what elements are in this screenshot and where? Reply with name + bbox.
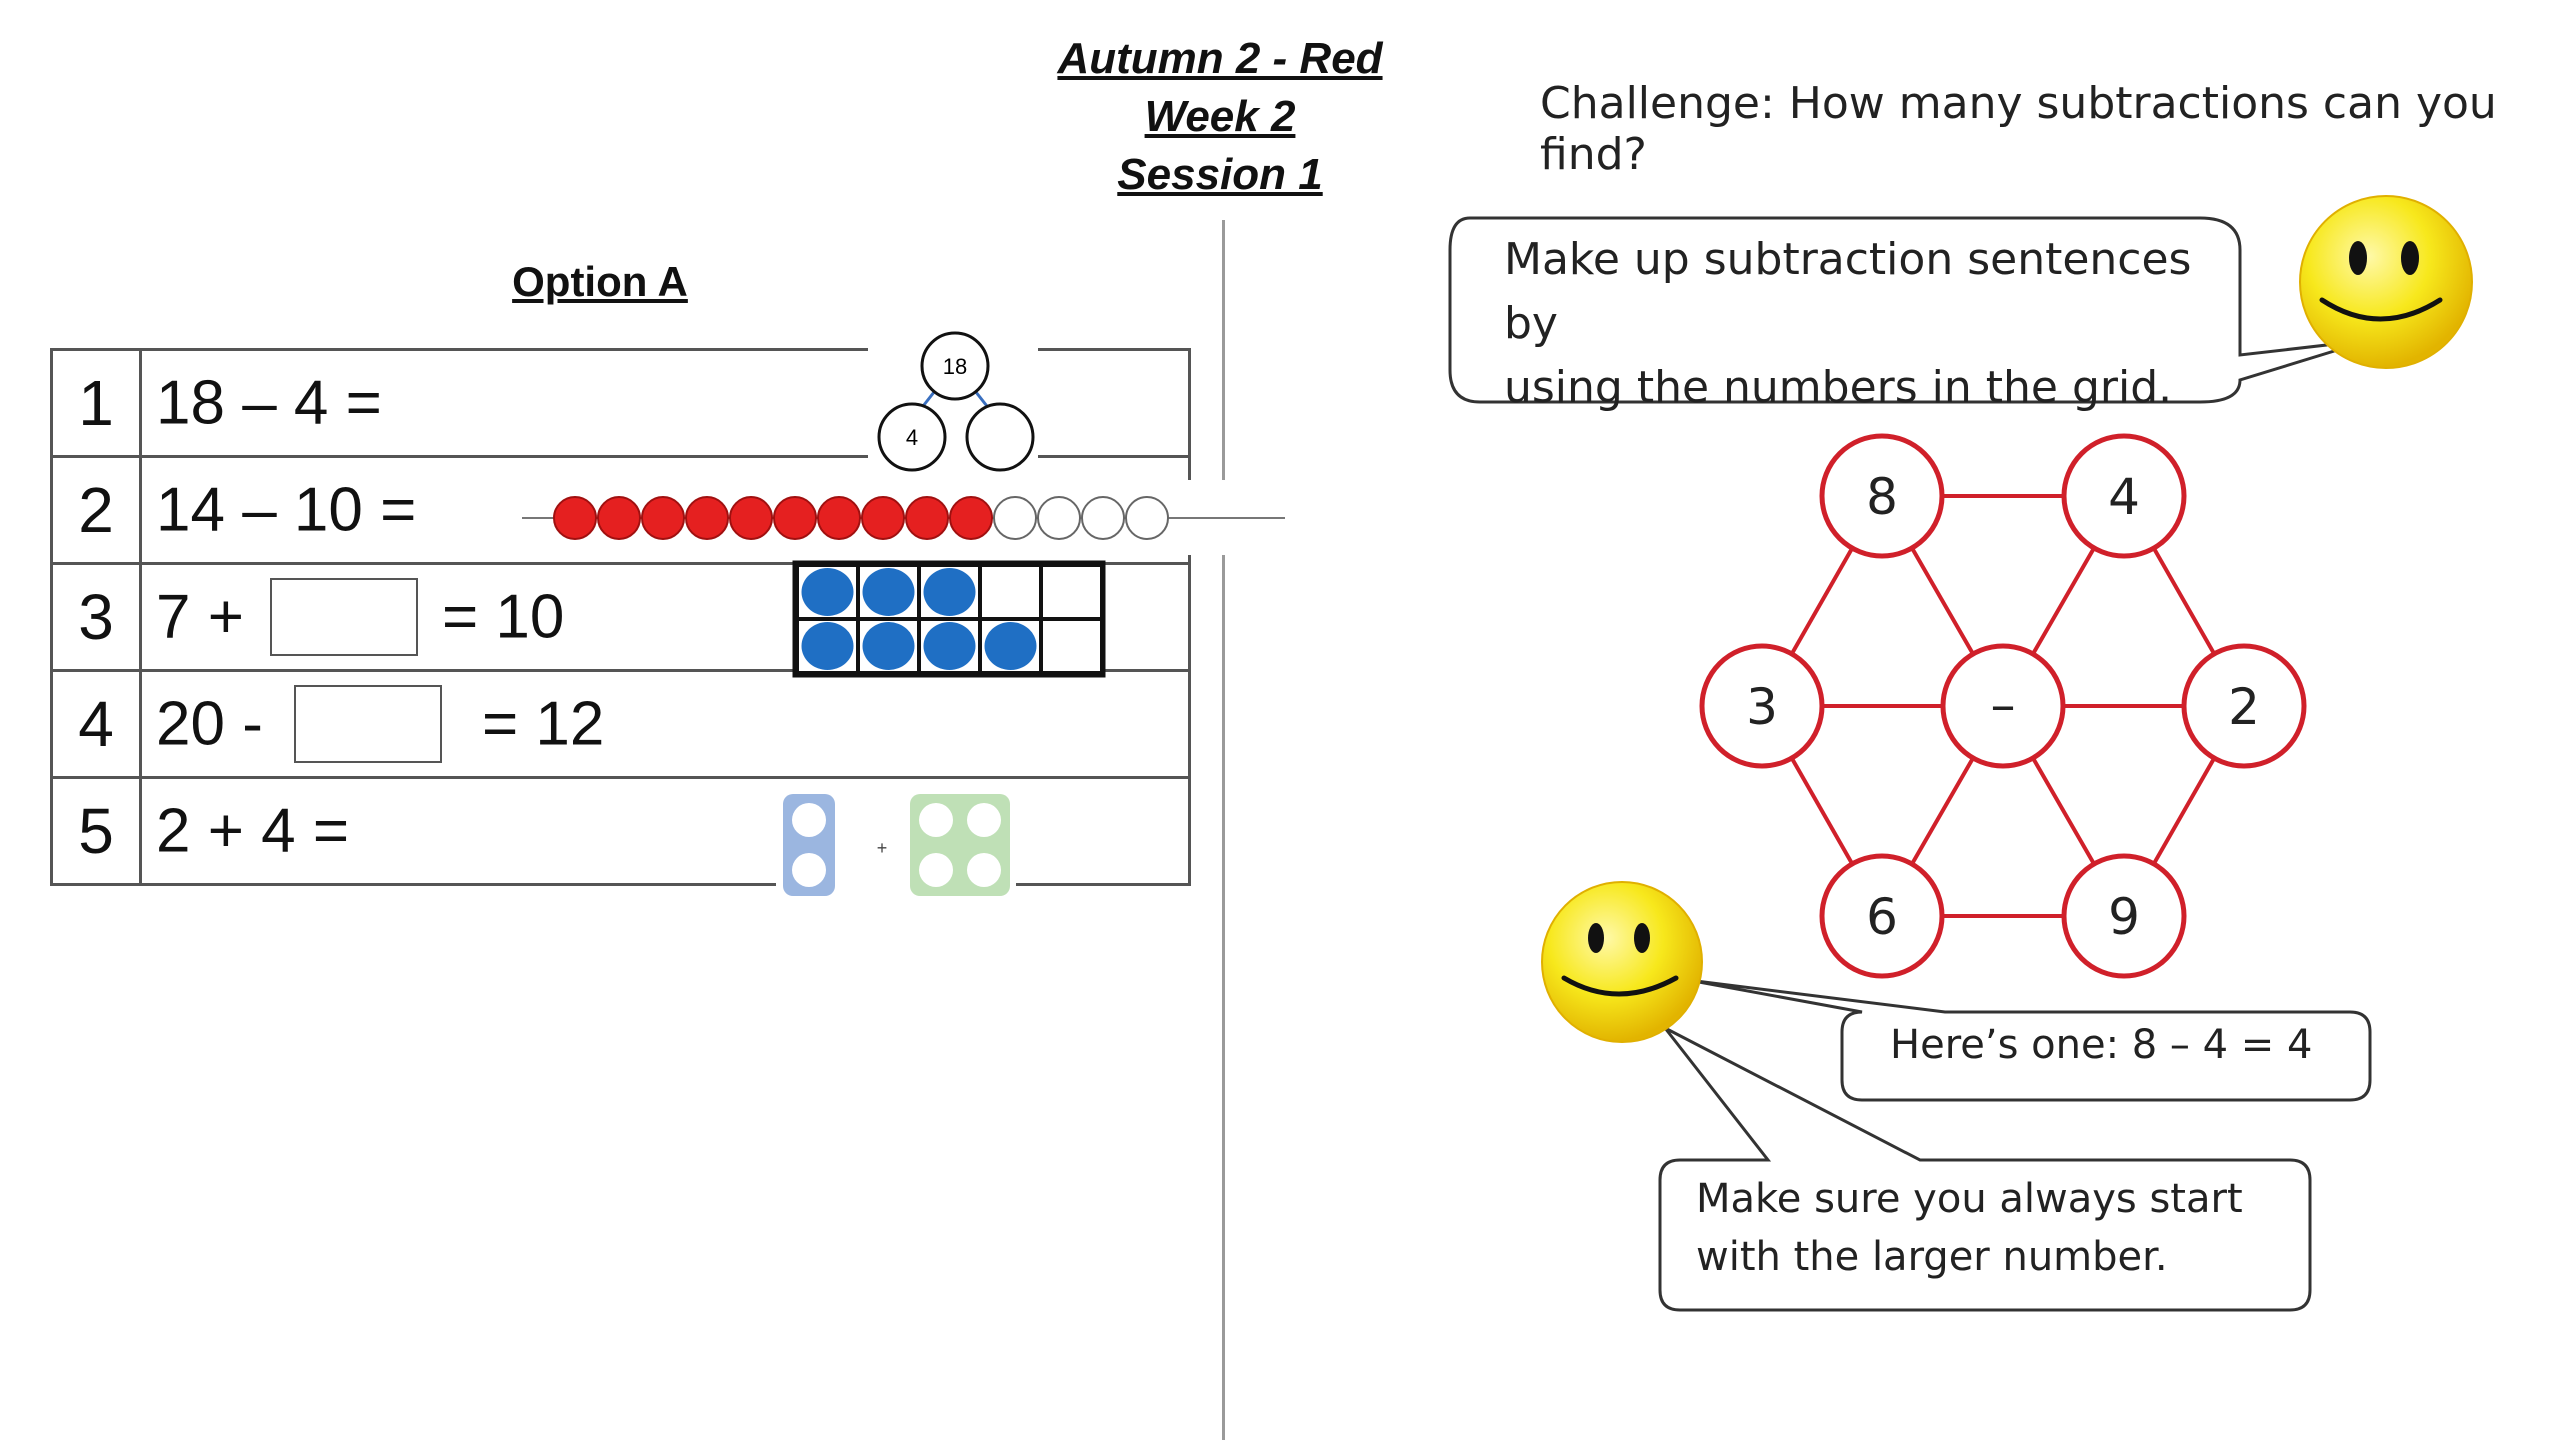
red-bead — [905, 496, 949, 540]
white-bead — [1081, 496, 1125, 540]
equation-text: 18 – 4 = — [156, 368, 382, 438]
numicon-hole — [919, 853, 953, 887]
answer-box[interactable] — [294, 685, 442, 763]
instruction-bubble — [1448, 216, 2371, 404]
white-bead — [1037, 496, 1081, 540]
tens-frame — [792, 560, 1106, 678]
hex-operator: – — [1991, 676, 2016, 734]
part-value: 4 — [906, 425, 918, 450]
tens-counter — [801, 622, 854, 670]
numicon-hole — [919, 803, 953, 837]
smiley-eye — [2401, 241, 2419, 275]
smiley-eye — [1634, 923, 1650, 953]
page-divider — [1222, 220, 1225, 1440]
numicon-hole — [967, 803, 1001, 837]
option-title: Option A — [512, 258, 688, 305]
plus-sign: + — [877, 838, 888, 858]
white-bead — [1125, 496, 1169, 540]
hex-number: 8 — [1866, 468, 1898, 526]
hex-number: 4 — [2108, 468, 2140, 526]
question-number: 5 — [50, 776, 142, 886]
red-bead — [641, 496, 685, 540]
tens-counter — [923, 568, 976, 616]
session-header: Autumn 2 - Red Week 2 Session 1 — [960, 30, 1480, 204]
hex-number: 6 — [1866, 888, 1898, 946]
missing-part-circle — [965, 402, 1035, 472]
hex-node-bottom-left — [1819, 853, 1945, 979]
week-title: Week 2 — [1144, 92, 1296, 141]
question-row-4: 4 20 - = 12 — [50, 669, 1191, 779]
tens-counter — [984, 622, 1037, 670]
red-bead — [729, 496, 773, 540]
session-title: Session 1 — [1117, 150, 1323, 199]
numicon-hole — [967, 853, 1001, 887]
hex-number: 2 — [2228, 678, 2260, 736]
hex-node-middle-right — [2181, 643, 2307, 769]
numicon-hole — [792, 803, 826, 837]
smiley-face — [2299, 195, 2473, 369]
smiley-icon — [1541, 881, 1703, 1043]
smiley-icon — [2299, 195, 2473, 369]
tip-bubble — [1658, 1026, 2312, 1312]
term-title: Autumn 2 - Red — [1057, 34, 1383, 83]
instruction-text: Make up subtraction sentences by using t… — [1504, 228, 2244, 420]
whole-circle — [920, 331, 990, 401]
smiley-eye — [2349, 241, 2367, 275]
smiley-eye — [1588, 923, 1604, 953]
equation-suffix: = 12 — [482, 689, 605, 759]
red-bead — [553, 496, 597, 540]
part-whole-model: 18 4 — [868, 330, 1038, 472]
answer-box[interactable] — [270, 578, 418, 656]
red-bead — [949, 496, 993, 540]
whole-value: 18 — [943, 354, 967, 379]
equation-prefix: 7 + — [156, 582, 244, 652]
numicon-hole — [792, 853, 826, 887]
question-cell: 20 - = 12 — [139, 669, 1191, 779]
red-bead — [597, 496, 641, 540]
hex-node-center — [1940, 643, 2066, 769]
equation-prefix: 20 - — [156, 689, 263, 759]
numicon-aid: + — [776, 786, 1016, 908]
tip-text: Make sure you always start with the larg… — [1696, 1170, 2316, 1286]
hex-node-top-right — [2061, 433, 2187, 559]
question-number: 2 — [50, 455, 142, 565]
bead-string — [520, 480, 1290, 555]
equation-suffix: = 10 — [442, 582, 565, 652]
smiley-mouth — [2319, 297, 2443, 322]
smiley-face — [1541, 881, 1703, 1043]
instruction-line: using the numbers in the grid. — [1504, 362, 2173, 413]
equation-text: 14 – 10 = — [156, 475, 417, 545]
number-hexagon: 8 4 3 – 2 6 9 — [1699, 433, 2307, 979]
hex-node-bottom-right — [2061, 853, 2187, 979]
hex-node-top-left — [1819, 433, 1945, 559]
example-text: Here’s one: 8 – 4 = 4 — [1890, 1022, 2313, 1068]
challenge-title: Challenge: How many subtractions can you… — [1540, 78, 2497, 180]
hex-number: 9 — [2108, 888, 2140, 946]
hex-node-middle-left — [1699, 643, 1825, 769]
part-circle — [877, 402, 947, 472]
question-number: 3 — [50, 562, 142, 672]
tens-counter — [862, 622, 915, 670]
red-bead — [817, 496, 861, 540]
tip-line: with the larger number. — [1696, 1234, 2168, 1280]
question-number: 4 — [50, 669, 142, 779]
question-number: 1 — [50, 348, 142, 458]
tens-frame-cell — [1039, 617, 1104, 675]
equation-text: 2 + 4 = — [156, 796, 350, 866]
hex-number: 3 — [1746, 678, 1778, 736]
example-bubble — [1687, 978, 2372, 1102]
smiley-mouth — [1561, 975, 1679, 997]
red-bead — [861, 496, 905, 540]
tens-counter — [801, 568, 854, 616]
red-bead — [773, 496, 817, 540]
tens-counter — [923, 622, 976, 670]
question-table: 1 18 – 4 = 2 14 – 10 = 3 7 + = 10 4 20 -… — [50, 348, 1191, 886]
tip-line: Make sure you always start — [1696, 1176, 2243, 1222]
instruction-line: Make up subtraction sentences by — [1504, 234, 2192, 349]
red-bead — [685, 496, 729, 540]
white-bead — [993, 496, 1037, 540]
tens-counter — [862, 568, 915, 616]
